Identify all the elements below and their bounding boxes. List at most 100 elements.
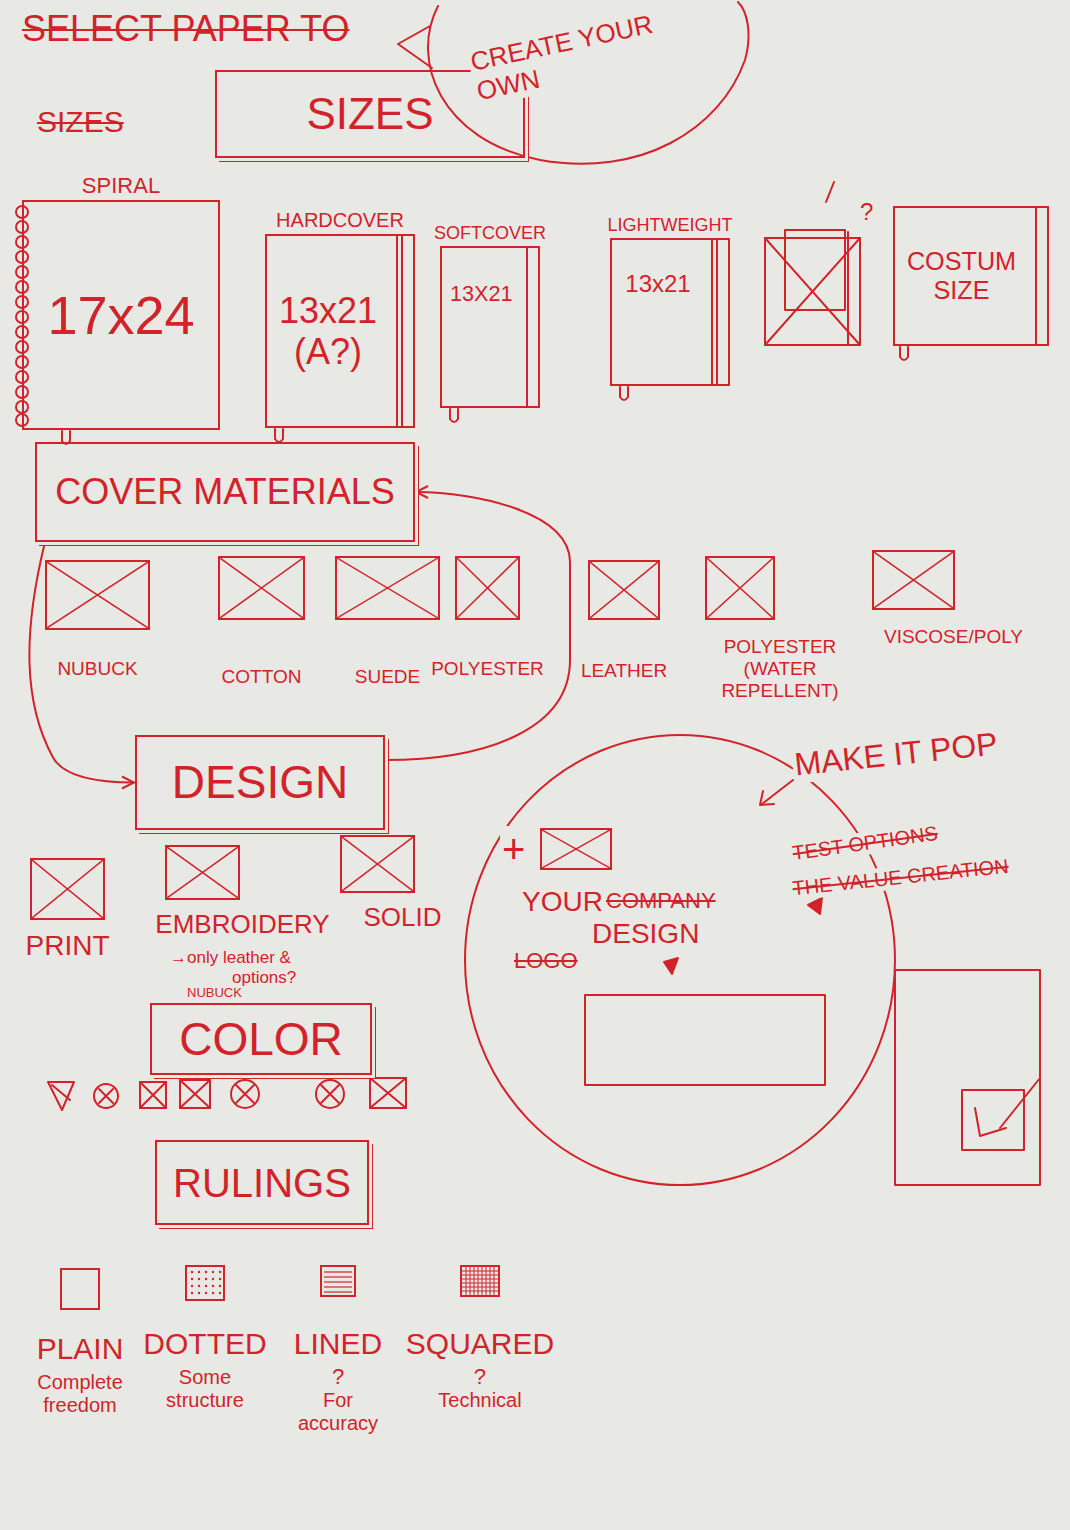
cross-line [167,847,238,898]
below-text-group: SUEDE [355,666,420,688]
struck-note: THE VALUE CREATION [789,855,1011,901]
dot-ruling [219,1271,221,1273]
material-swatch: LEATHER [588,560,660,620]
below-text-group: LEATHER [581,660,667,682]
grid-ruling [462,1279,498,1280]
pointer-arrowhead [808,898,822,914]
line-ruling [324,1276,352,1277]
option-label: PLAIN [23,1332,138,1367]
box-text: 17x24 [47,284,194,346]
grid-ruling [486,1267,487,1295]
sketch-note: options? [230,968,298,988]
dot-ruling [219,1292,221,1294]
material-swatch: COTTON [218,556,305,620]
above-text-group: LIGHTWEIGHT [608,215,733,236]
grid-ruling [494,1267,495,1295]
cross-line [337,558,438,618]
box-text: 13x21 (A?) [275,290,381,373]
text-area: COVER MATERIALS [37,444,413,540]
placeholder-icon [542,830,610,868]
dot-ruling [219,1285,221,1287]
below-text-group: NUBUCK [57,658,137,680]
dot-ruling [212,1285,214,1287]
spine-line [526,248,528,406]
text-area: COLOR [152,1005,370,1073]
box-text: COLOR [179,1013,343,1066]
dot-ruling [191,1278,193,1280]
cross-line [542,830,610,868]
placeholder-icon [322,1267,354,1295]
option-note: Technical [425,1389,535,1412]
sketch-note: MAKE IT POP [791,725,1002,783]
ruling-option: PLAINComplete freedom [60,1268,100,1310]
cross-line [457,558,518,618]
cross-line [32,860,103,918]
option-note: Complete freedom [23,1371,138,1417]
material-swatch: VISCOSE/POLY [872,550,955,610]
dot-ruling [198,1278,200,1280]
notebook-size-option: SPIRAL17x24 [22,200,220,430]
option-label: SOFTCOVER [434,223,546,244]
pointer-arrowhead [664,958,678,974]
grid-ruling [462,1271,498,1272]
below-text-group: PLAIN Complete freedom [23,1332,138,1417]
grid-ruling [482,1267,483,1295]
spine-line [1035,208,1037,344]
section-heading: DESIGN [135,735,385,830]
placeholder-icon [462,1267,498,1295]
box-text: COVER MATERIALS [55,471,394,512]
dot-ruling [219,1278,221,1280]
cross-line [342,837,413,891]
dot-ruling [198,1292,200,1294]
color-swatches [48,1078,406,1110]
below-text-group: COTTON [222,666,302,688]
text-area: COSTUM SIZE [895,208,1028,344]
cross-line [342,837,413,891]
cross-line [707,558,773,618]
option-label: HARDCOVER [276,209,404,232]
option-label: SPIRAL [82,173,160,198]
grid-ruling [478,1267,479,1295]
flow-arrow [385,492,570,760]
below-text-group: SQUARED?Technical [406,1327,554,1412]
struck-note: SIZES [35,105,126,140]
grid-ruling [462,1287,498,1288]
placeholder-icon [457,558,518,618]
text-area: DESIGN [137,737,383,828]
crossed-size-placeholder [765,182,860,345]
cross-line [32,860,103,918]
section-heading: RULINGS [155,1140,369,1225]
sketch-note: ? [858,198,875,226]
struck-note: LOGO [512,948,580,973]
option-label: EMBROIDERY [155,910,329,940]
dot-ruling [205,1278,207,1280]
above-text-group: SPIRAL [82,173,160,198]
above-text-group: SOFTCOVER [434,223,546,244]
dot-ruling [212,1278,214,1280]
placeholder-icon [342,837,413,891]
notebook-size-option: SOFTCOVER13X21 [440,246,540,408]
sketch-note: CREATE YOUR OWN [466,8,668,107]
cross-line [47,562,148,628]
box-text: COSTUM SIZE [903,247,1020,305]
make-it-pop-circle [465,735,895,1185]
grid-ruling [462,1275,498,1276]
line-ruling [324,1271,352,1272]
struck-note: COMPANY [604,888,718,913]
placeholder-icon [337,558,438,618]
dot-ruling [191,1292,193,1294]
cross-line [337,558,438,618]
sketch-note: NUBUCK [185,986,244,1001]
line-ruling [324,1286,352,1287]
above-text-group: HARDCOVER [276,209,404,232]
sketch-note: →only leather & [168,948,293,968]
placeholder-icon [167,847,238,898]
box-text: DESIGN [172,756,348,809]
option-label: POLYESTER (WATER REPELLENT) [710,636,850,702]
option-label: COTTON [222,666,302,688]
grid-ruling [466,1267,467,1295]
section-heading: COVER MATERIALS [35,442,415,542]
notebook-size-option: LIGHTWEIGHT13x21 [610,238,730,386]
dot-ruling [205,1292,207,1294]
